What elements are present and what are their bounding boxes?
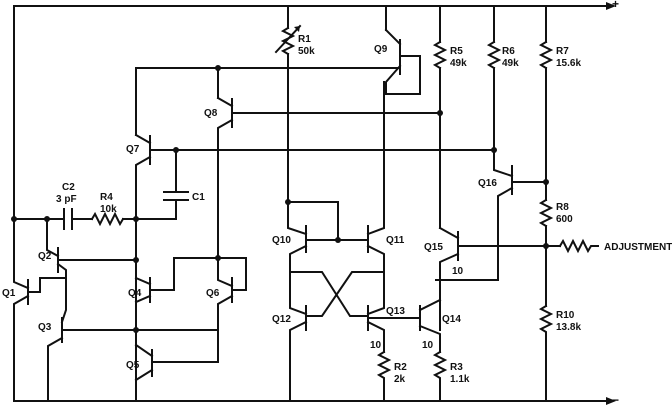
r3-resistor — [432, 350, 448, 402]
r8-value: 600 — [556, 214, 573, 225]
r5-value: 49k — [450, 58, 467, 69]
q11-label: Q11 — [386, 235, 405, 246]
r1-resistor — [280, 26, 296, 56]
r10-value: 13.8k — [556, 322, 581, 333]
r3-label: R3 — [450, 362, 463, 373]
positive-arrow — [606, 2, 616, 10]
r1-value: 50k — [298, 46, 315, 57]
r5-label: R5 — [450, 46, 463, 57]
q8-label: Q8 — [204, 108, 218, 119]
q10-label: Q10 — [272, 235, 291, 246]
r10-label: R10 — [556, 310, 575, 321]
adj-resistor — [558, 238, 599, 254]
q3-label: Q3 — [38, 322, 52, 333]
q6-label: Q6 — [206, 288, 220, 299]
q1-label: Q1 — [2, 288, 16, 299]
r4-label: R4 — [100, 192, 113, 203]
r7-resistor — [538, 40, 554, 70]
r5-resistor — [432, 40, 448, 70]
r2-value: 2k — [394, 374, 406, 385]
c2-value: 3 pF — [56, 194, 77, 205]
q9-label: Q9 — [374, 44, 388, 55]
q16-label: Q16 — [478, 178, 497, 189]
r7-value: 15.6k — [556, 58, 581, 69]
c2-label: C2 — [62, 182, 75, 193]
r2-label: R2 — [394, 362, 407, 373]
output-stage — [269, 5, 599, 402]
r1-label: R1 — [298, 34, 311, 45]
r1-adjust-arrow — [274, 24, 302, 54]
r2-resistor — [376, 350, 392, 402]
q7-label: Q7 — [126, 144, 140, 155]
c1-label: C1 — [192, 192, 205, 203]
r10-resistor — [538, 304, 554, 402]
q14-label: Q14 — [442, 314, 461, 325]
r4-resistor — [90, 211, 125, 227]
emitter-ratio-q15: 10 — [452, 266, 464, 277]
q12-label: Q12 — [272, 314, 291, 325]
r8-resistor — [538, 198, 554, 228]
core-cell — [274, 5, 421, 402]
q4-label: Q4 — [128, 288, 142, 299]
q5-label: Q5 — [126, 360, 140, 371]
emitter-ratio-q14: 10 — [422, 340, 434, 351]
adjustment-label: ADJUSTMENT — [604, 242, 672, 253]
emitter-ratio-q13: 10 — [370, 340, 382, 351]
input-stage — [11, 208, 139, 402]
r6-label: R6 — [502, 46, 515, 57]
cross-link-a — [289, 271, 369, 317]
r7-label: R7 — [556, 46, 569, 57]
r8-label: R8 — [556, 202, 569, 213]
cross-link-b — [305, 271, 385, 317]
negative-arrow — [606, 397, 616, 405]
r6-value: 49k — [502, 58, 519, 69]
q2-label: Q2 — [38, 251, 52, 262]
q13-label: Q13 — [386, 306, 405, 317]
r3-value: 1.1k — [450, 374, 470, 385]
q15-label: Q15 — [424, 242, 443, 253]
drive-stage — [133, 65, 441, 402]
r4-value: 10k — [100, 204, 117, 215]
r6-resistor — [486, 40, 502, 70]
minus-label: − — [612, 393, 619, 406]
plus-label: + — [612, 0, 619, 11]
rails — [13, 2, 616, 405]
